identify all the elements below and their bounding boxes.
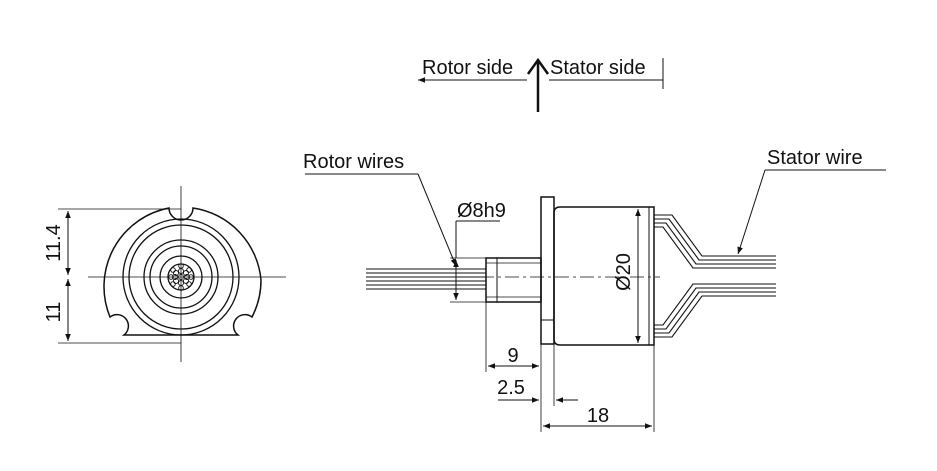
stator-side-label: Stator side [550, 57, 646, 79]
front-view: 11.4 11 [43, 186, 286, 362]
direction-indicator: Rotor side Stator side [418, 57, 664, 112]
rotor-wires-callout: Rotor wires [303, 151, 457, 267]
flange-outline [103, 207, 262, 336]
shaft-diameter-label: Ø8h9 [457, 200, 506, 222]
height-upper-label: 11.4 [43, 224, 65, 261]
rotor-wires-label: Rotor wires [303, 151, 404, 173]
stator-wire-label: Stator wire [767, 147, 863, 169]
rotor-shaft [485, 257, 542, 303]
up-arrow-icon [526, 57, 550, 75]
housing-outer-ring [122, 218, 240, 336]
rotor-wires [366, 268, 486, 290]
flange-thickness-label: 2.5 [497, 377, 525, 399]
stator-wires [654, 214, 776, 338]
body-diameter-label: Ø20 [613, 253, 635, 291]
shaft-inner-ring [149, 245, 213, 309]
rotor-side-label: Rotor side [422, 57, 513, 79]
wire-bundle-dots [168, 263, 194, 291]
stator-wire-leader [737, 169, 766, 255]
body-length-label: 18 [587, 405, 609, 427]
flange [540, 196, 555, 345]
rotor-wires-leader [417, 173, 457, 267]
stator-wire-callout: Stator wire [737, 147, 886, 255]
housing-inner-ring [128, 224, 234, 330]
shaft-outer-ring [143, 239, 219, 315]
bore-ring [159, 255, 203, 299]
stator-body [553, 206, 655, 346]
shaft-length-label: 9 [507, 345, 518, 367]
side-view: Ø8h9 Ø20 9 2.5 18 [366, 196, 776, 432]
height-lower-label: 11 [43, 302, 65, 323]
